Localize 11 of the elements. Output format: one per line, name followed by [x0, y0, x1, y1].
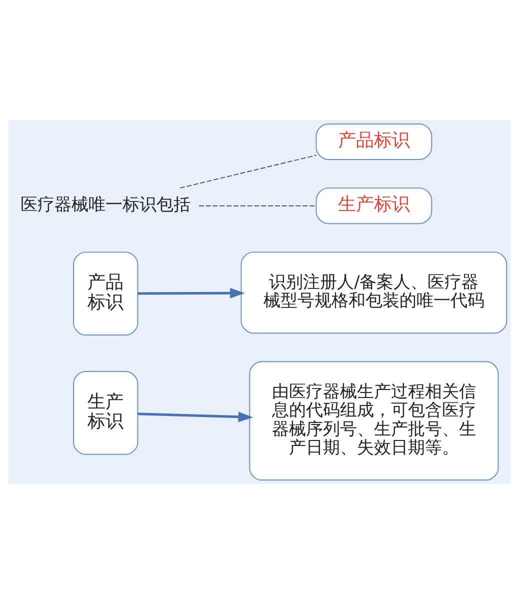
node-box: 生产标识	[316, 188, 432, 224]
connector	[198, 205, 316, 206]
arrow	[138, 288, 245, 298]
connector	[179, 154, 317, 189]
node-box: 产品标识	[73, 252, 138, 336]
node-box: 识别注册人/备案人、医疗器械型号规格和包装的唯一代码	[240, 252, 508, 334]
node-box: 产品标识	[316, 123, 432, 160]
arrow	[138, 412, 254, 422]
node-box: 由医疗器械生产过程相关信息的代码组成，可包含医疗器械序列号、生产批号、生产日期、失效日期等。	[249, 361, 499, 481]
node-text: 医疗器械唯一标识包括	[20, 194, 191, 214]
node-box: 生产标识	[73, 371, 138, 455]
